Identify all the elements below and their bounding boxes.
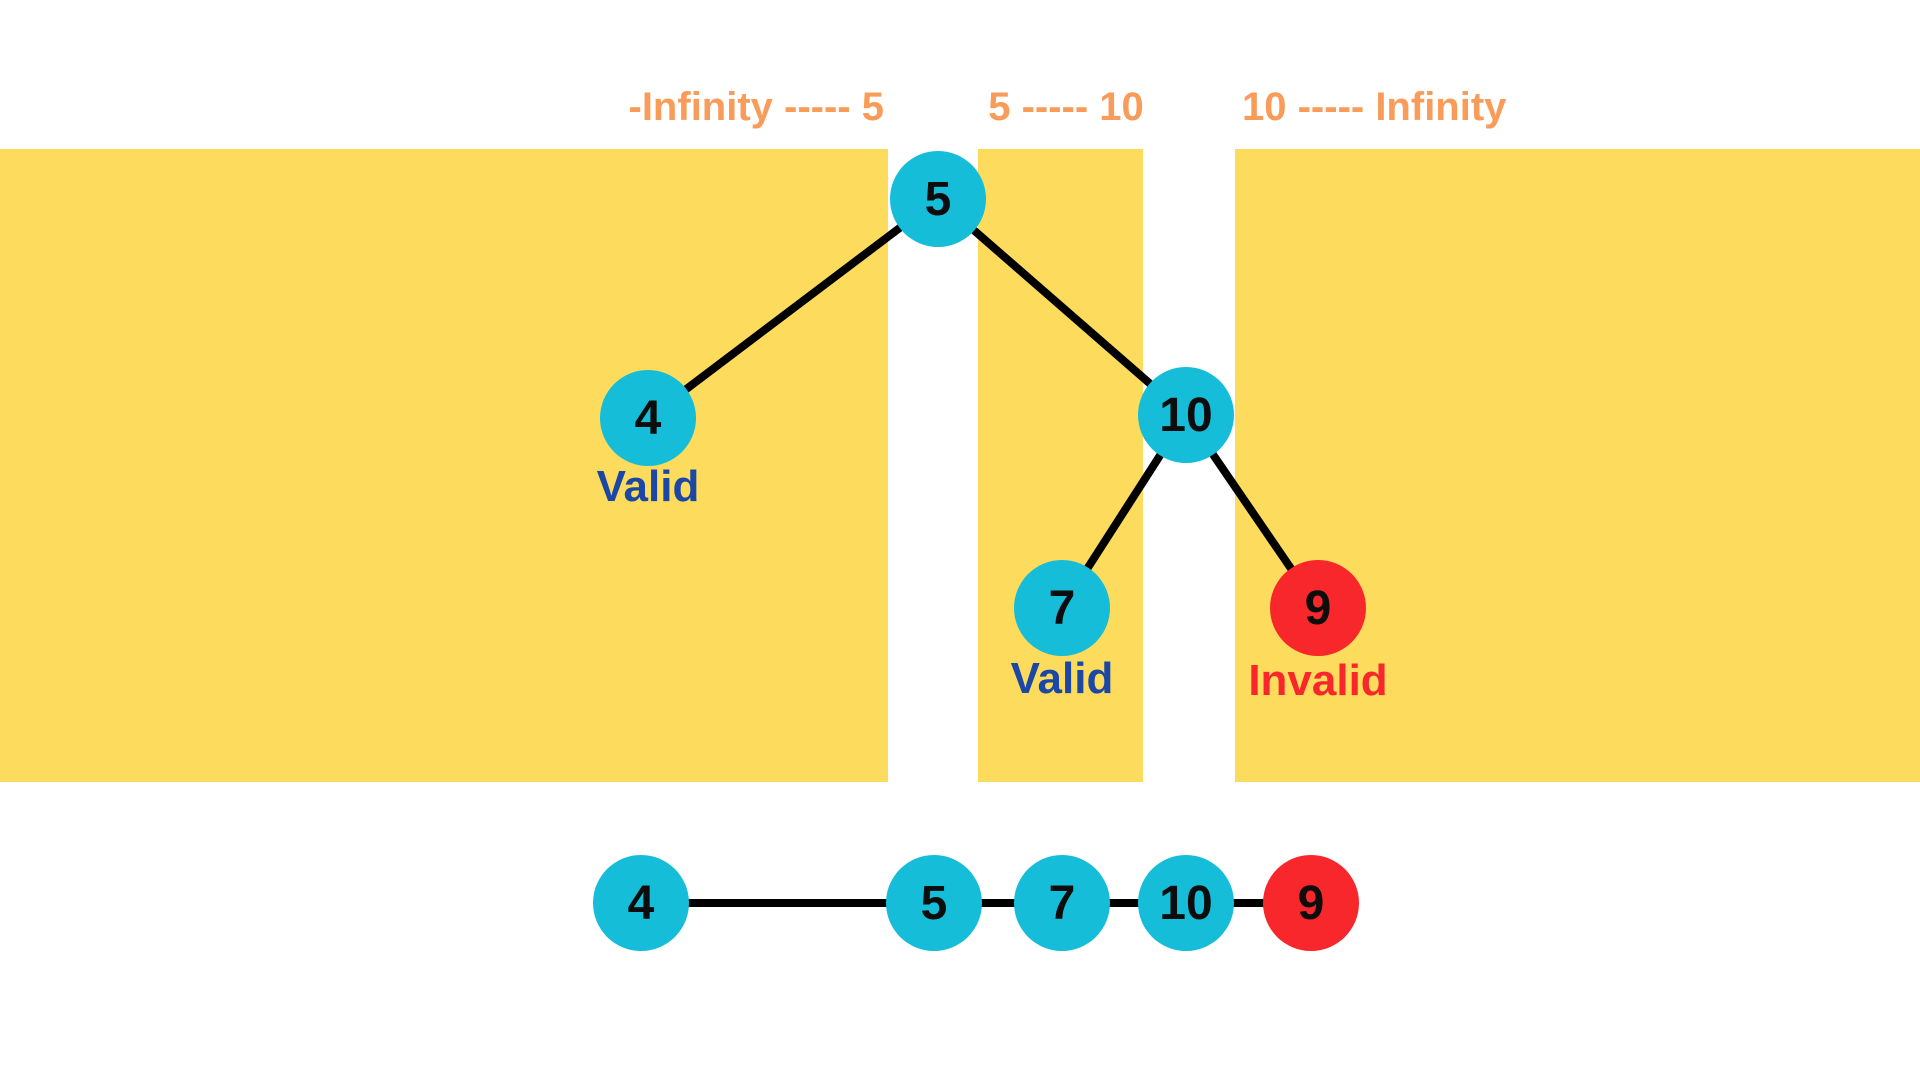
range-label-middle: 5 ----- 10 [988,85,1144,129]
range-label-left: -Infinity ----- 5 [628,85,885,129]
status-label-node-7: Valid [1010,654,1114,703]
edge-root-to-right [934,195,1190,419]
range-label-right: 10 ----- Infinity [1242,85,1507,129]
tree-node-4: 4 [600,370,696,466]
sequence-node-9: 9 [1263,855,1359,951]
sequence-node-4: 4 [593,855,689,951]
status-label-node-9: Invalid [1248,656,1388,705]
tree-node-10: 10 [1138,367,1234,463]
edge-root-to-left [644,195,942,422]
sequence-node-7: 7 [1014,855,1110,951]
tree-node-9: 9 [1270,560,1366,656]
range-band-right [1235,149,1920,782]
sequence-node-10: 10 [1138,855,1234,951]
status-label-node-4: Valid [596,462,700,511]
sequence-node-5: 5 [886,855,982,951]
tree-node-5: 5 [890,151,986,247]
range-band-left [0,149,888,782]
tree-node-7: 7 [1014,560,1110,656]
